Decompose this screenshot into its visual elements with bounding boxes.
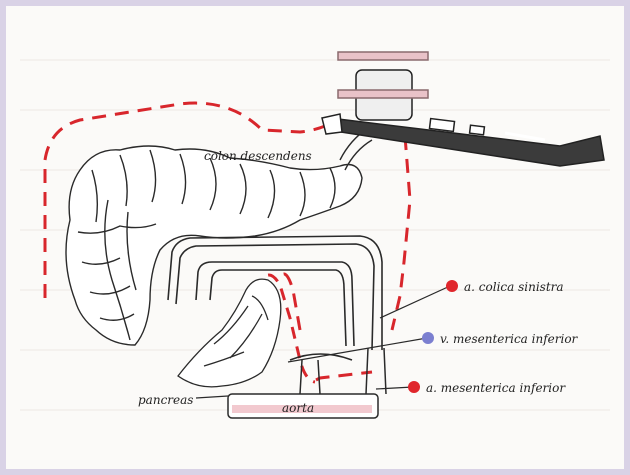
vein-marker-dot [422, 332, 434, 344]
label-pancreas: pancreas [138, 393, 193, 407]
label-a-colica-sinistra: a. colica sinistra [464, 280, 564, 294]
artery-marker-dot [446, 280, 458, 292]
label-a-mesenterica-inferior: a. mesenterica inferior [426, 381, 566, 395]
label-colon-descendens: colon descendens [204, 149, 312, 163]
artery-marker-dot [408, 381, 420, 393]
surgical-instrument [322, 52, 604, 166]
label-aorta: aorta [282, 401, 314, 415]
pancreas [178, 279, 281, 387]
label-v-mesenterica-inferior: v. mesenterica inferior [440, 332, 579, 346]
